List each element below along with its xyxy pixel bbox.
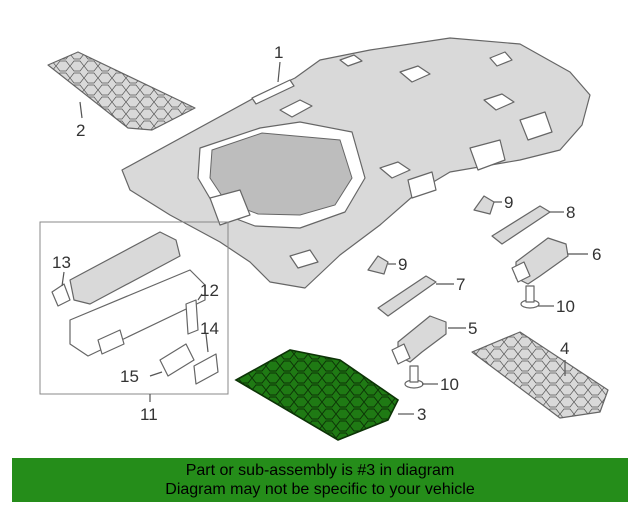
callout-13: 13 xyxy=(52,253,71,272)
callout-1: 1 xyxy=(274,43,283,62)
callout-12: 12 xyxy=(200,281,219,300)
leader-lines xyxy=(61,61,588,415)
foam-pad-part-2 xyxy=(47,51,196,131)
sun-visor-box xyxy=(39,221,229,395)
callout-10-lower: 10 xyxy=(440,375,459,394)
callout-9-upper: 9 xyxy=(504,193,513,212)
grab-handle-part-6 xyxy=(511,237,569,285)
clip-part-7 xyxy=(377,275,437,317)
callout-8: 8 xyxy=(566,203,575,222)
banner-line-disclaimer: Diagram may not be specific to your vehi… xyxy=(165,481,475,498)
callout-4: 4 xyxy=(560,339,569,358)
cap-part-9-lower xyxy=(367,255,389,275)
callout-5: 5 xyxy=(468,319,477,338)
callout-10-upper: 10 xyxy=(556,297,575,316)
callout-7: 7 xyxy=(456,275,465,294)
parts-diagram: 1 2 3 4 5 6 7 8 9 9 10 10 11 12 13 14 15 xyxy=(39,37,609,441)
banner-line-part: Part or sub-assembly is #3 in diagram xyxy=(185,462,455,479)
grab-handle-part-5 xyxy=(391,315,447,365)
callout-6: 6 xyxy=(592,245,601,264)
callout-9-lower: 9 xyxy=(398,255,407,274)
cap-part-9-upper xyxy=(473,195,495,215)
callout-2: 2 xyxy=(76,121,85,140)
clip-part-8 xyxy=(491,205,551,245)
screw-part-10-lower xyxy=(404,365,424,389)
callout-3: 3 xyxy=(417,405,426,424)
headliner-part xyxy=(121,37,591,289)
part-info-banner: Part or sub-assembly is #3 in diagram Di… xyxy=(12,458,628,502)
foam-pad-part-4 xyxy=(471,331,609,419)
callout-11: 11 xyxy=(140,405,158,424)
screw-part-10-upper xyxy=(520,285,540,309)
callout-15: 15 xyxy=(120,367,139,386)
callout-14: 14 xyxy=(200,319,219,338)
foam-pad-part-3-highlighted xyxy=(234,349,400,441)
